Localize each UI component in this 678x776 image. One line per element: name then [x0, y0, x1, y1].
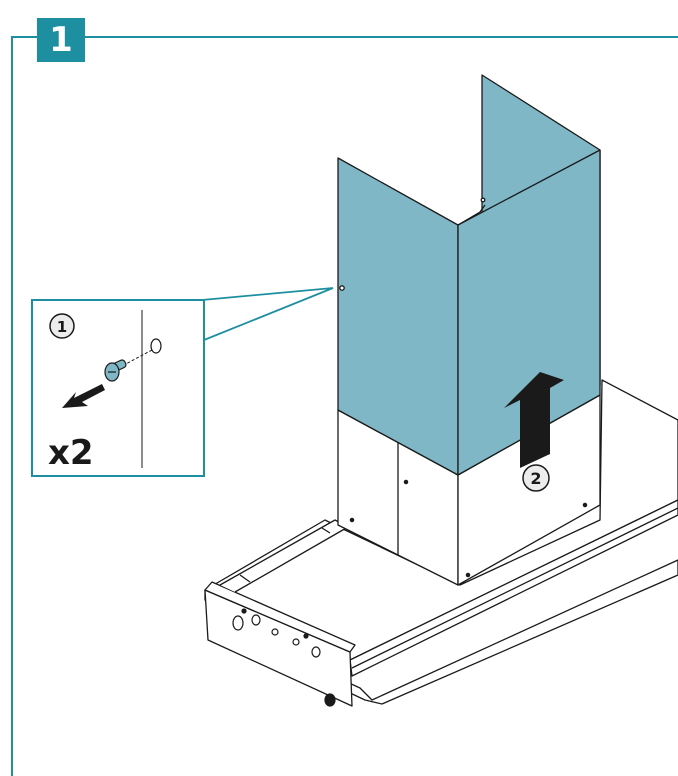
- callout-2: 2: [522, 464, 550, 492]
- quantity-label: x2: [48, 433, 94, 473]
- step-frame: [11, 36, 678, 776]
- callout-1-number: 1: [57, 318, 67, 336]
- detail-callout: 1 x2: [31, 287, 334, 477]
- lift-arrow-icon: [504, 372, 564, 468]
- screw-icon: [104, 359, 127, 382]
- control-plate-holes: [232, 608, 336, 707]
- upper-chimney-cover: [337, 74, 601, 476]
- callout-2-number: 2: [530, 469, 541, 488]
- step-number-badge: 1: [37, 18, 85, 62]
- remove-arrow-icon: [62, 384, 105, 408]
